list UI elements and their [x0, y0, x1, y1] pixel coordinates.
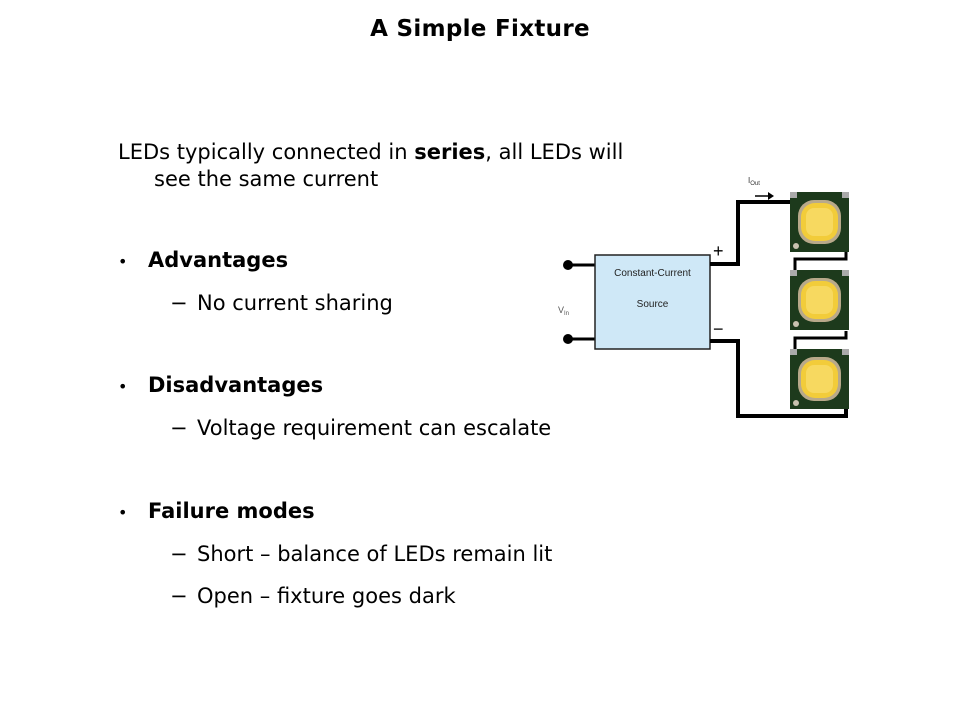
bullet-icon: • — [118, 251, 128, 271]
negative-wire — [710, 339, 848, 418]
intro-text-part: , all LEDs will — [485, 140, 624, 164]
intro-line-2: see the same current — [154, 167, 379, 191]
bullet-disadvantages: • Disadvantages — [118, 373, 323, 397]
led-link-wire — [793, 331, 848, 350]
constant-current-source-box — [594, 254, 711, 350]
bullet-failure-modes: • Failure modes — [118, 499, 315, 523]
bullet-icon: • — [118, 376, 128, 396]
intro-text: LEDs typically connected in series, all … — [118, 139, 718, 193]
sub-item: −No current sharing — [170, 291, 393, 315]
current-arrowhead-icon — [768, 192, 774, 200]
dash-icon: − — [170, 542, 188, 566]
plus-label: + — [713, 241, 724, 261]
led-1 — [790, 192, 849, 252]
bullet-heading: Failure modes — [148, 499, 315, 523]
source-label-2: Source — [637, 299, 669, 310]
sub-item: −Open – fixture goes dark — [170, 584, 456, 608]
dash-icon: − — [170, 584, 188, 608]
intro-text-part: LEDs typically connected in — [118, 140, 415, 164]
source-label-1: Constant-Current — [614, 268, 691, 279]
sub-item-text: No current sharing — [197, 291, 393, 315]
sub-item: −Short – balance of LEDs remain lit — [170, 542, 552, 566]
bullet-advantages: • Advantages — [118, 248, 288, 272]
slide-title: A Simple Fixture — [370, 16, 590, 42]
dash-icon: − — [170, 416, 188, 440]
led-3 — [790, 349, 849, 409]
led-link-wire — [793, 252, 848, 271]
terminal-bottom — [563, 334, 573, 344]
led-2 — [790, 270, 849, 330]
sub-item-text: Open – fixture goes dark — [197, 584, 456, 608]
dash-icon: − — [170, 291, 188, 315]
iout-label: IOut — [748, 176, 760, 187]
intro-bold-word: series — [414, 140, 486, 164]
vin-label: VIn — [558, 305, 569, 317]
sub-item-text: Voltage requirement can escalate — [197, 416, 552, 440]
bullet-heading: Disadvantages — [148, 373, 324, 397]
positive-wire — [710, 200, 792, 266]
minus-label: − — [713, 319, 724, 339]
terminal-top — [563, 260, 573, 270]
sub-item: −Voltage requirement can escalate — [170, 416, 551, 440]
bullet-icon: • — [118, 502, 128, 522]
bullet-heading: Advantages — [148, 248, 289, 272]
sub-item-text: Short – balance of LEDs remain lit — [197, 542, 553, 566]
